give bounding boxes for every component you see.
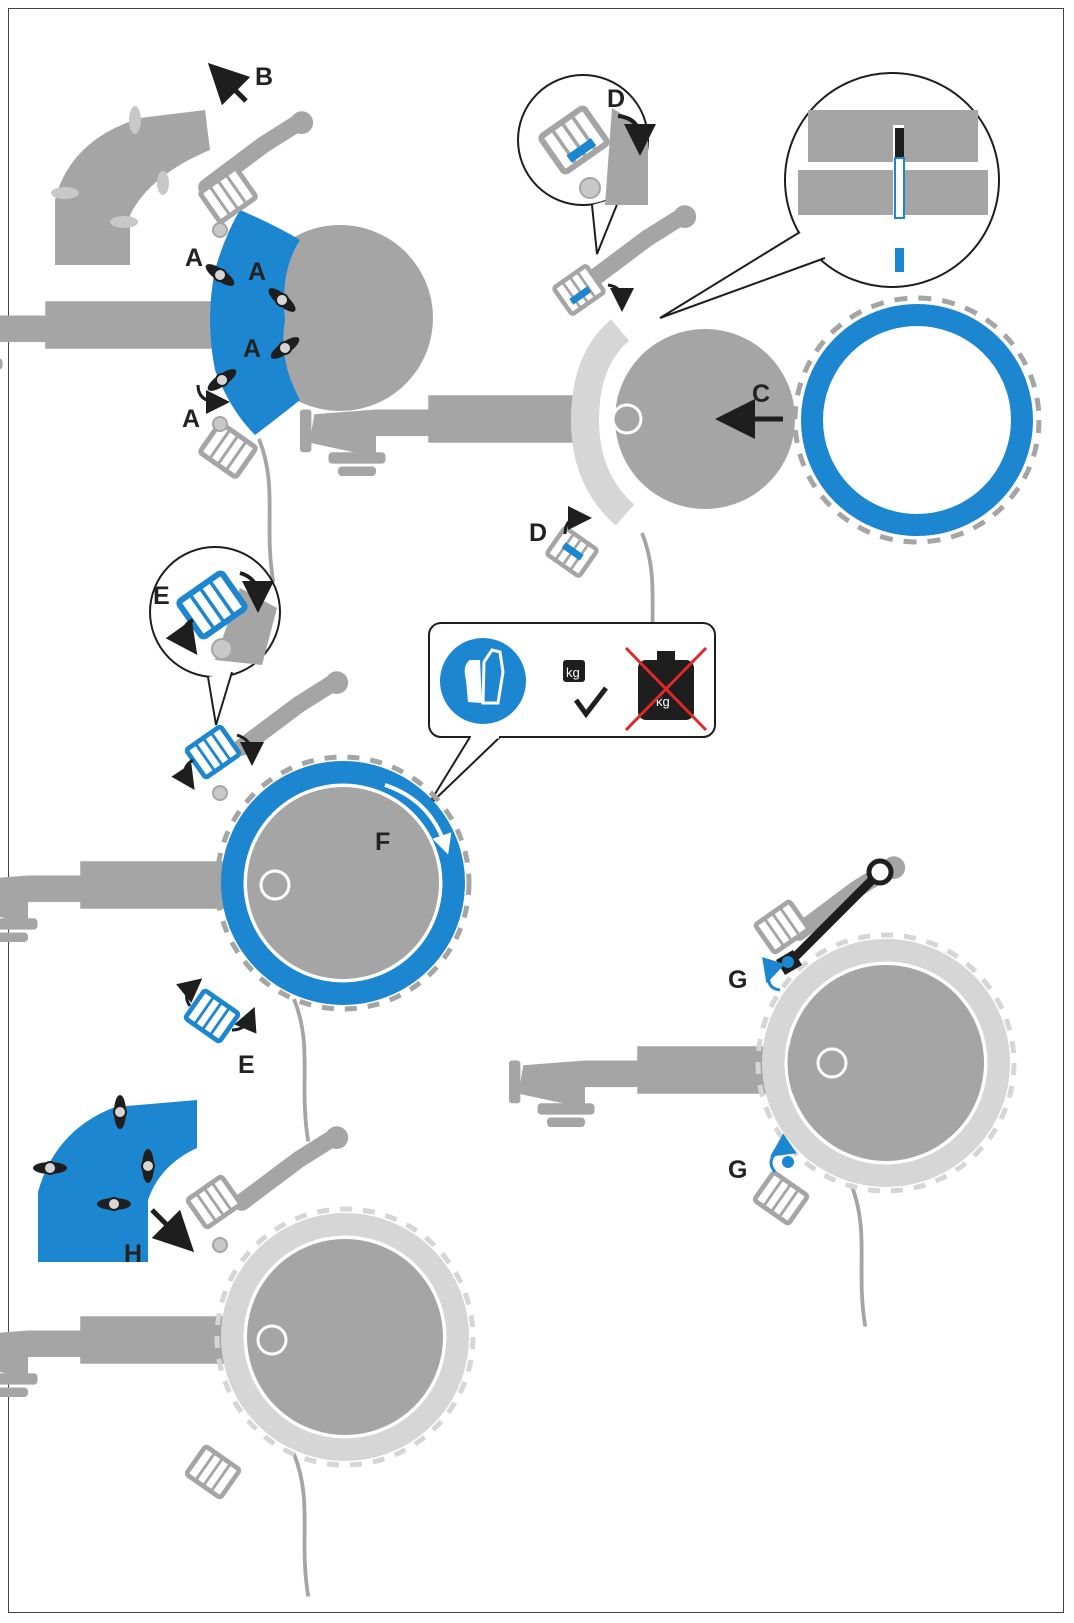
step-remove-shell-panel: B A A A A — [0, 63, 433, 582]
label-a-2: A — [248, 258, 266, 286]
label-f: F — [375, 828, 390, 856]
label-a-4: A — [182, 405, 200, 433]
label-g-2: G — [728, 1156, 747, 1184]
gear-ring — [795, 298, 1039, 542]
rotate-arrow-icon — [769, 972, 780, 990]
label-a-3: A — [243, 335, 261, 363]
gloves-icon — [440, 638, 526, 724]
label-e-1: E — [153, 582, 170, 610]
arrow-icon — [152, 1210, 180, 1238]
label-a-1: A — [185, 244, 203, 272]
svg-text:kg: kg — [566, 665, 580, 680]
label-h: H — [124, 1240, 142, 1268]
rotate-arrow-icon — [771, 1150, 780, 1172]
step-tighten-panel: G G — [509, 856, 1014, 1326]
label-d-1: D — [607, 85, 625, 113]
step-mount-ring-panel: E kg kg F — [0, 547, 715, 1142]
label-e-2: E — [238, 1051, 255, 1079]
label-d-2: D — [529, 519, 547, 547]
label-b: B — [255, 63, 273, 91]
weight-prohibited-icon: kg — [626, 648, 706, 730]
label-c: C — [752, 380, 770, 408]
step-attach-shell-panel: H — [0, 1095, 473, 1597]
arrow-icon — [222, 77, 246, 101]
label-g-1: G — [728, 966, 747, 994]
removed-shell — [55, 110, 210, 265]
